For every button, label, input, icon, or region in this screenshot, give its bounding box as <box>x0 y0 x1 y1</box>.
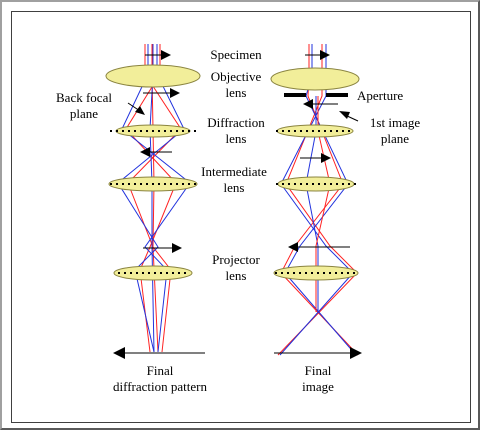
arrow-final-diffraction <box>113 347 205 359</box>
label-final-diffraction-l2: diffraction pattern <box>113 379 207 394</box>
label-objective-l2: lens <box>226 85 247 100</box>
label-diffraction-l2: lens <box>226 131 247 146</box>
arrow-final-image <box>274 347 362 359</box>
projector-lens-left <box>113 265 193 281</box>
back-focal-pointer <box>127 102 145 115</box>
aperture-bar-right <box>326 93 348 97</box>
label-back-focal-l1: Back focal <box>56 90 112 105</box>
arrow-objective-left <box>143 88 180 98</box>
arrow-diffraction-right <box>300 153 331 163</box>
label-intermediate-l1: Intermediate <box>201 164 267 179</box>
first-image-pointer <box>339 111 359 122</box>
projector-lens-right <box>273 265 359 281</box>
arrow-intermediate-right <box>288 242 350 252</box>
label-objective-l1: Objective <box>211 69 262 84</box>
label-diffraction-l1: Diffraction <box>207 115 265 130</box>
ray-blue-r1 <box>284 44 357 356</box>
label-final-image-l2: image <box>302 379 334 394</box>
arrow-aperture-right <box>303 99 338 109</box>
label-final-diffraction-l1: Final <box>147 363 174 378</box>
label-projector-l2: lens <box>226 268 247 283</box>
objective-lens-left <box>105 64 201 88</box>
arrow-specimen-left <box>145 50 171 60</box>
label-specimen: Specimen <box>210 47 262 62</box>
objective-lens-right <box>270 67 360 91</box>
diagram-panel <box>11 11 471 423</box>
label-aperture: Aperture <box>357 88 403 103</box>
label-projector-l1: Projector <box>212 252 260 267</box>
arrow-specimen-right <box>305 50 330 60</box>
label-final-image-l1: Final <box>305 363 332 378</box>
label-first-image-l1: 1st image <box>370 115 420 130</box>
label-intermediate-l2: lens <box>224 180 245 195</box>
arrow-intermediate-left <box>143 243 182 253</box>
label-first-image-l2: plane <box>381 131 409 146</box>
diffraction-mode-column <box>105 44 205 359</box>
image-mode-column <box>270 44 362 359</box>
aperture-bar-left <box>284 93 306 97</box>
label-back-focal-l2: plane <box>70 106 98 121</box>
arrow-diffraction-left <box>140 147 172 157</box>
